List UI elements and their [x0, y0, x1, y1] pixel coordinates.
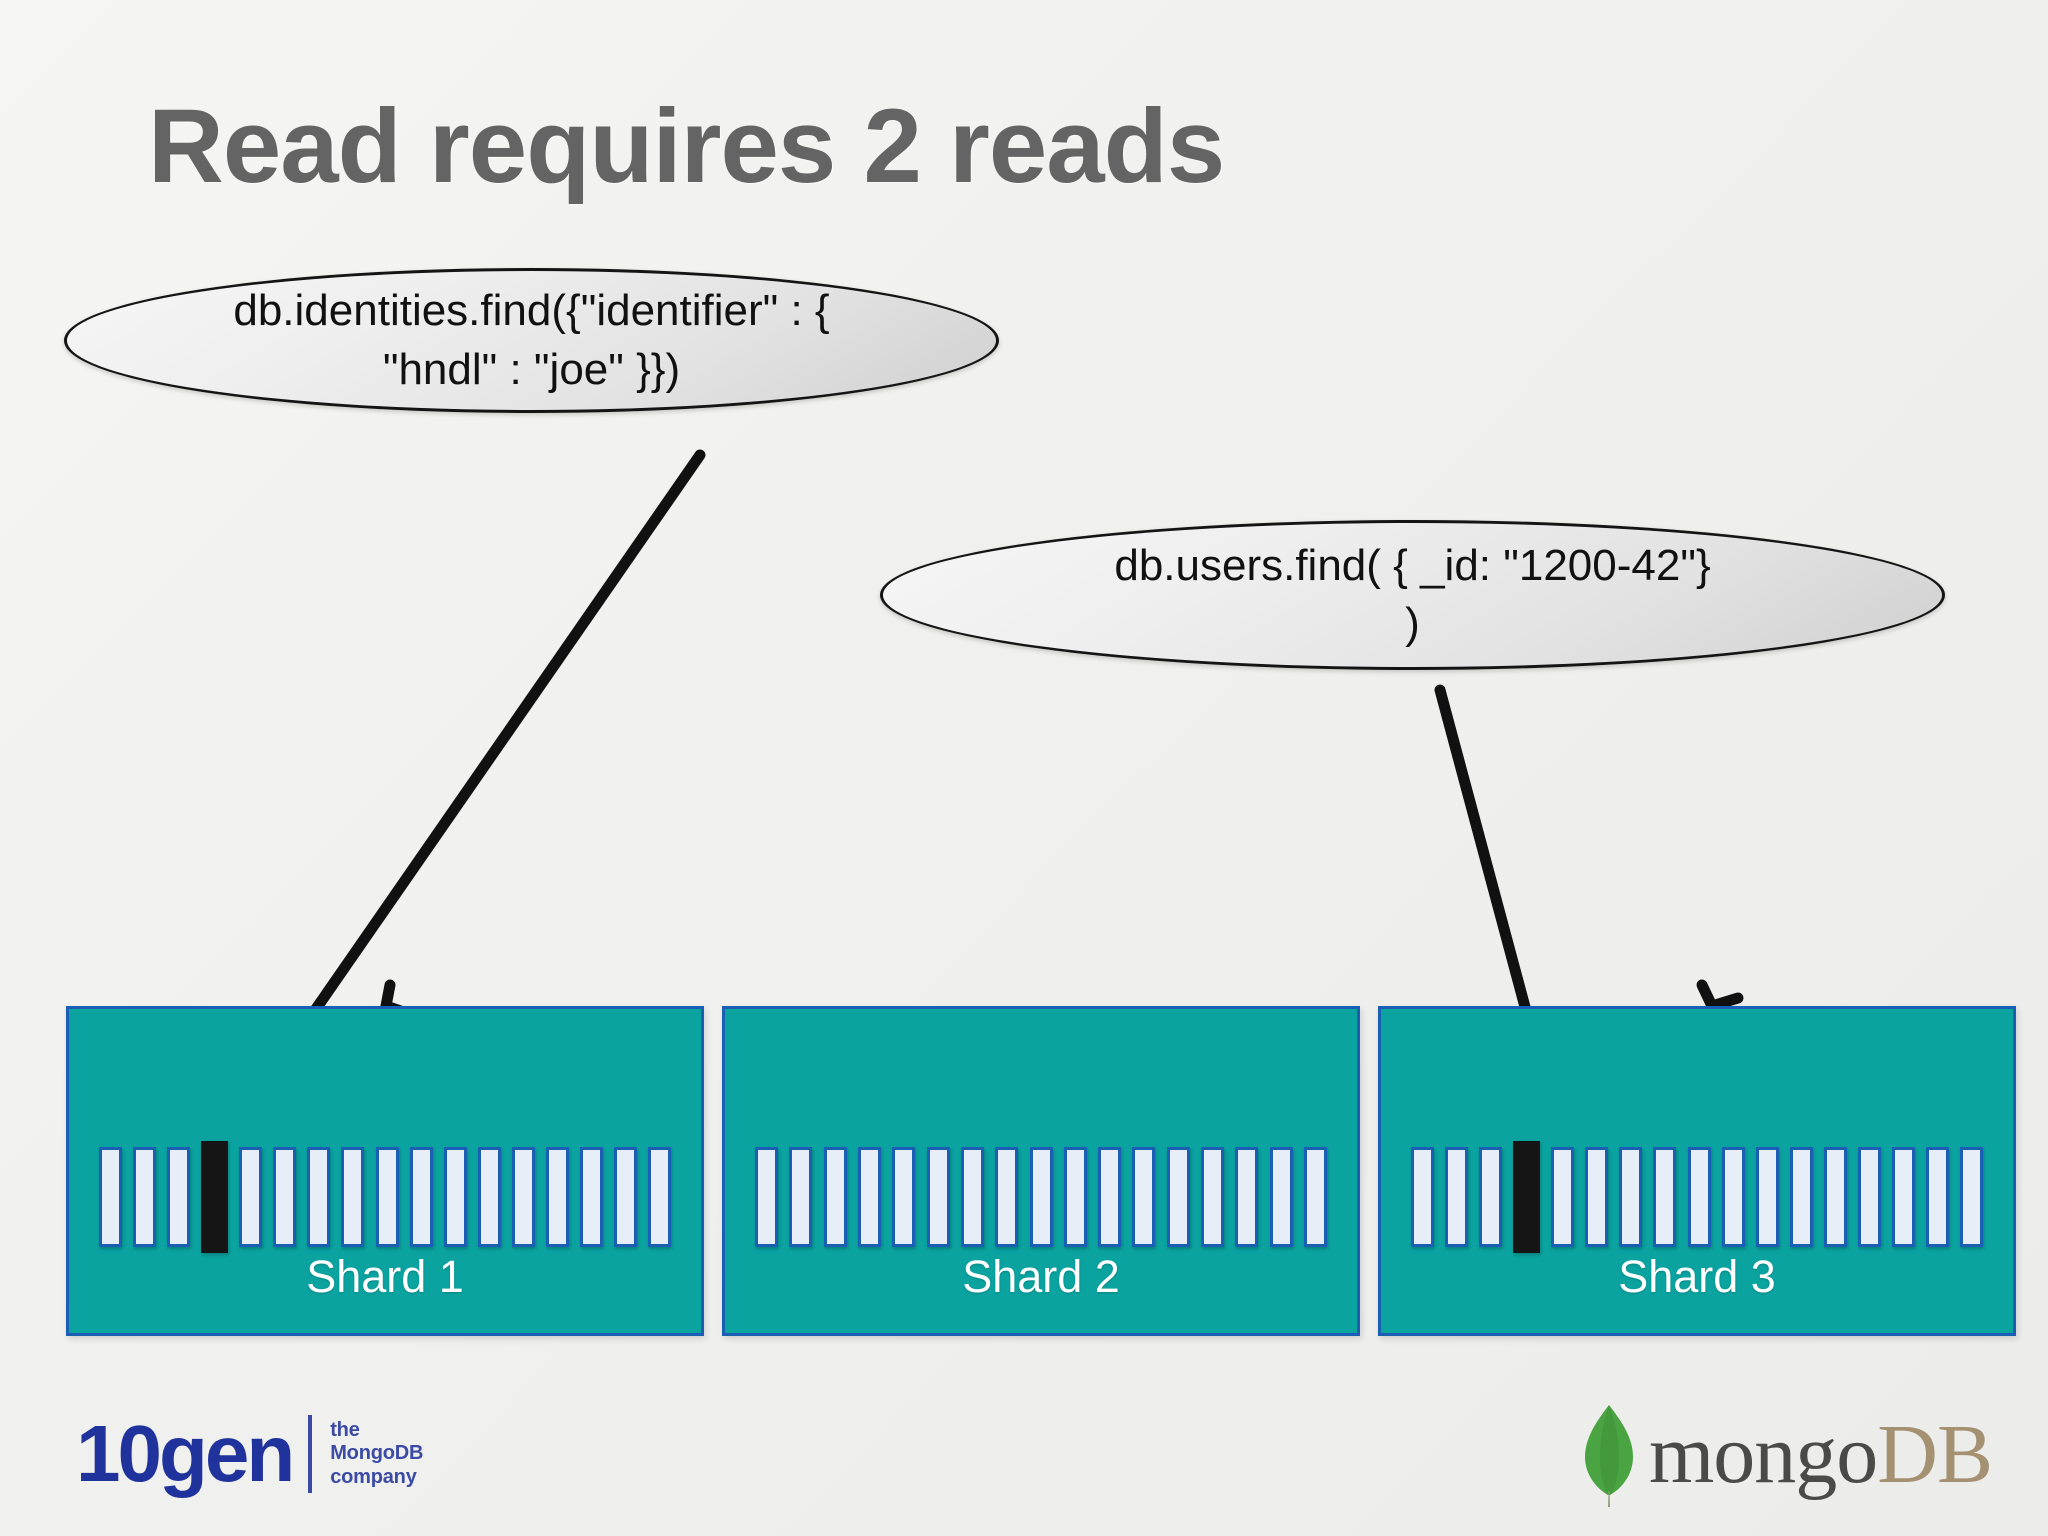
chunk[interactable]: [1132, 1147, 1156, 1247]
tengen-wordmark: 10gen: [76, 1409, 295, 1498]
chunk[interactable]: [307, 1147, 331, 1247]
chunk[interactable]: [239, 1147, 263, 1247]
chunk-row-3: [1411, 1141, 1983, 1253]
chunk[interactable]: [579, 1147, 603, 1247]
chunk[interactable]: [1721, 1147, 1745, 1247]
chunk[interactable]: [892, 1147, 916, 1247]
shard-label-3: Shard 3: [1618, 1251, 1776, 1302]
chunk-row-2: [755, 1147, 1327, 1247]
chunk[interactable]: [1823, 1147, 1847, 1247]
callout-users-query: db.users.find( { _id: "1200-42"} ): [880, 520, 1945, 670]
chunk[interactable]: [648, 1147, 671, 1247]
chunk[interactable]: [273, 1147, 297, 1247]
callout-users-query-text: db.users.find( { _id: "1200-42"} ): [1114, 540, 1711, 648]
chunk[interactable]: [1925, 1147, 1949, 1247]
chunk[interactable]: [1891, 1147, 1915, 1247]
chunk[interactable]: [789, 1147, 813, 1247]
chunk[interactable]: [133, 1147, 157, 1247]
tengen-logo-divider: [308, 1415, 313, 1493]
chunk[interactable]: [1304, 1147, 1327, 1247]
chunk[interactable]: [1585, 1147, 1609, 1247]
tengen-tagline: the MongoDB company: [330, 1418, 424, 1488]
chunk[interactable]: [1653, 1147, 1677, 1247]
chunk[interactable]: [341, 1147, 365, 1247]
chunk[interactable]: [1445, 1147, 1469, 1247]
chunk[interactable]: [1269, 1147, 1293, 1247]
chunk[interactable]: [755, 1147, 778, 1247]
page-title: Read requires 2 reads: [148, 88, 1225, 205]
chunk[interactable]: [1063, 1147, 1087, 1247]
chunk-highlighted[interactable]: [201, 1141, 229, 1253]
chunk[interactable]: [1098, 1147, 1122, 1247]
chunk[interactable]: [613, 1147, 637, 1247]
shard-label-1: Shard 1: [306, 1251, 464, 1302]
chunk[interactable]: [1029, 1147, 1053, 1247]
chunk[interactable]: [960, 1147, 984, 1247]
chunk[interactable]: [1411, 1147, 1434, 1247]
chunk[interactable]: [823, 1147, 847, 1247]
chunk[interactable]: [857, 1147, 881, 1247]
chunk[interactable]: [1687, 1147, 1711, 1247]
chunk[interactable]: [443, 1147, 467, 1247]
chunk[interactable]: [1235, 1147, 1259, 1247]
chunk[interactable]: [511, 1147, 535, 1247]
chunk[interactable]: [1755, 1147, 1779, 1247]
callout-identities-query-text: db.identities.find({"identifier" : { "hn…: [233, 286, 830, 394]
chunk[interactable]: [1619, 1147, 1643, 1247]
shard-box-3[interactable]: Shard 3: [1378, 1006, 2016, 1336]
mongodb-logo: mongoDB: [1583, 1396, 1993, 1514]
chunk[interactable]: [99, 1147, 122, 1247]
mongodb-wordmark-primary: mongo: [1648, 1408, 1878, 1501]
chunk[interactable]: [1479, 1147, 1503, 1247]
mongodb-wordmark-secondary: DB: [1877, 1408, 1993, 1501]
chunk[interactable]: [1551, 1147, 1575, 1247]
chunk[interactable]: [1201, 1147, 1225, 1247]
chunk[interactable]: [375, 1147, 399, 1247]
shard-box-1[interactable]: Shard 1: [66, 1006, 704, 1336]
chunk[interactable]: [409, 1147, 433, 1247]
chunk-highlighted[interactable]: [1513, 1141, 1541, 1253]
mongodb-wordmark: mongoDB: [1649, 1413, 1993, 1497]
chunk[interactable]: [545, 1147, 569, 1247]
shard-box-2[interactable]: Shard 2: [722, 1006, 1360, 1336]
chunk[interactable]: [995, 1147, 1019, 1247]
chunk[interactable]: [167, 1147, 191, 1247]
chunk[interactable]: [926, 1147, 950, 1247]
chunk-row-1: [99, 1141, 671, 1253]
tengen-logo: 10gen the MongoDB company: [76, 1406, 423, 1502]
chunk[interactable]: [1166, 1147, 1190, 1247]
chunk[interactable]: [1857, 1147, 1881, 1247]
callout-identities-query: db.identities.find({"identifier" : { "hn…: [64, 268, 999, 413]
chunk[interactable]: [1960, 1147, 1983, 1247]
chunk[interactable]: [1789, 1147, 1813, 1247]
mongodb-leaf-icon: [1584, 1405, 1633, 1507]
chunk[interactable]: [477, 1147, 501, 1247]
shard-label-2: Shard 2: [962, 1251, 1120, 1302]
